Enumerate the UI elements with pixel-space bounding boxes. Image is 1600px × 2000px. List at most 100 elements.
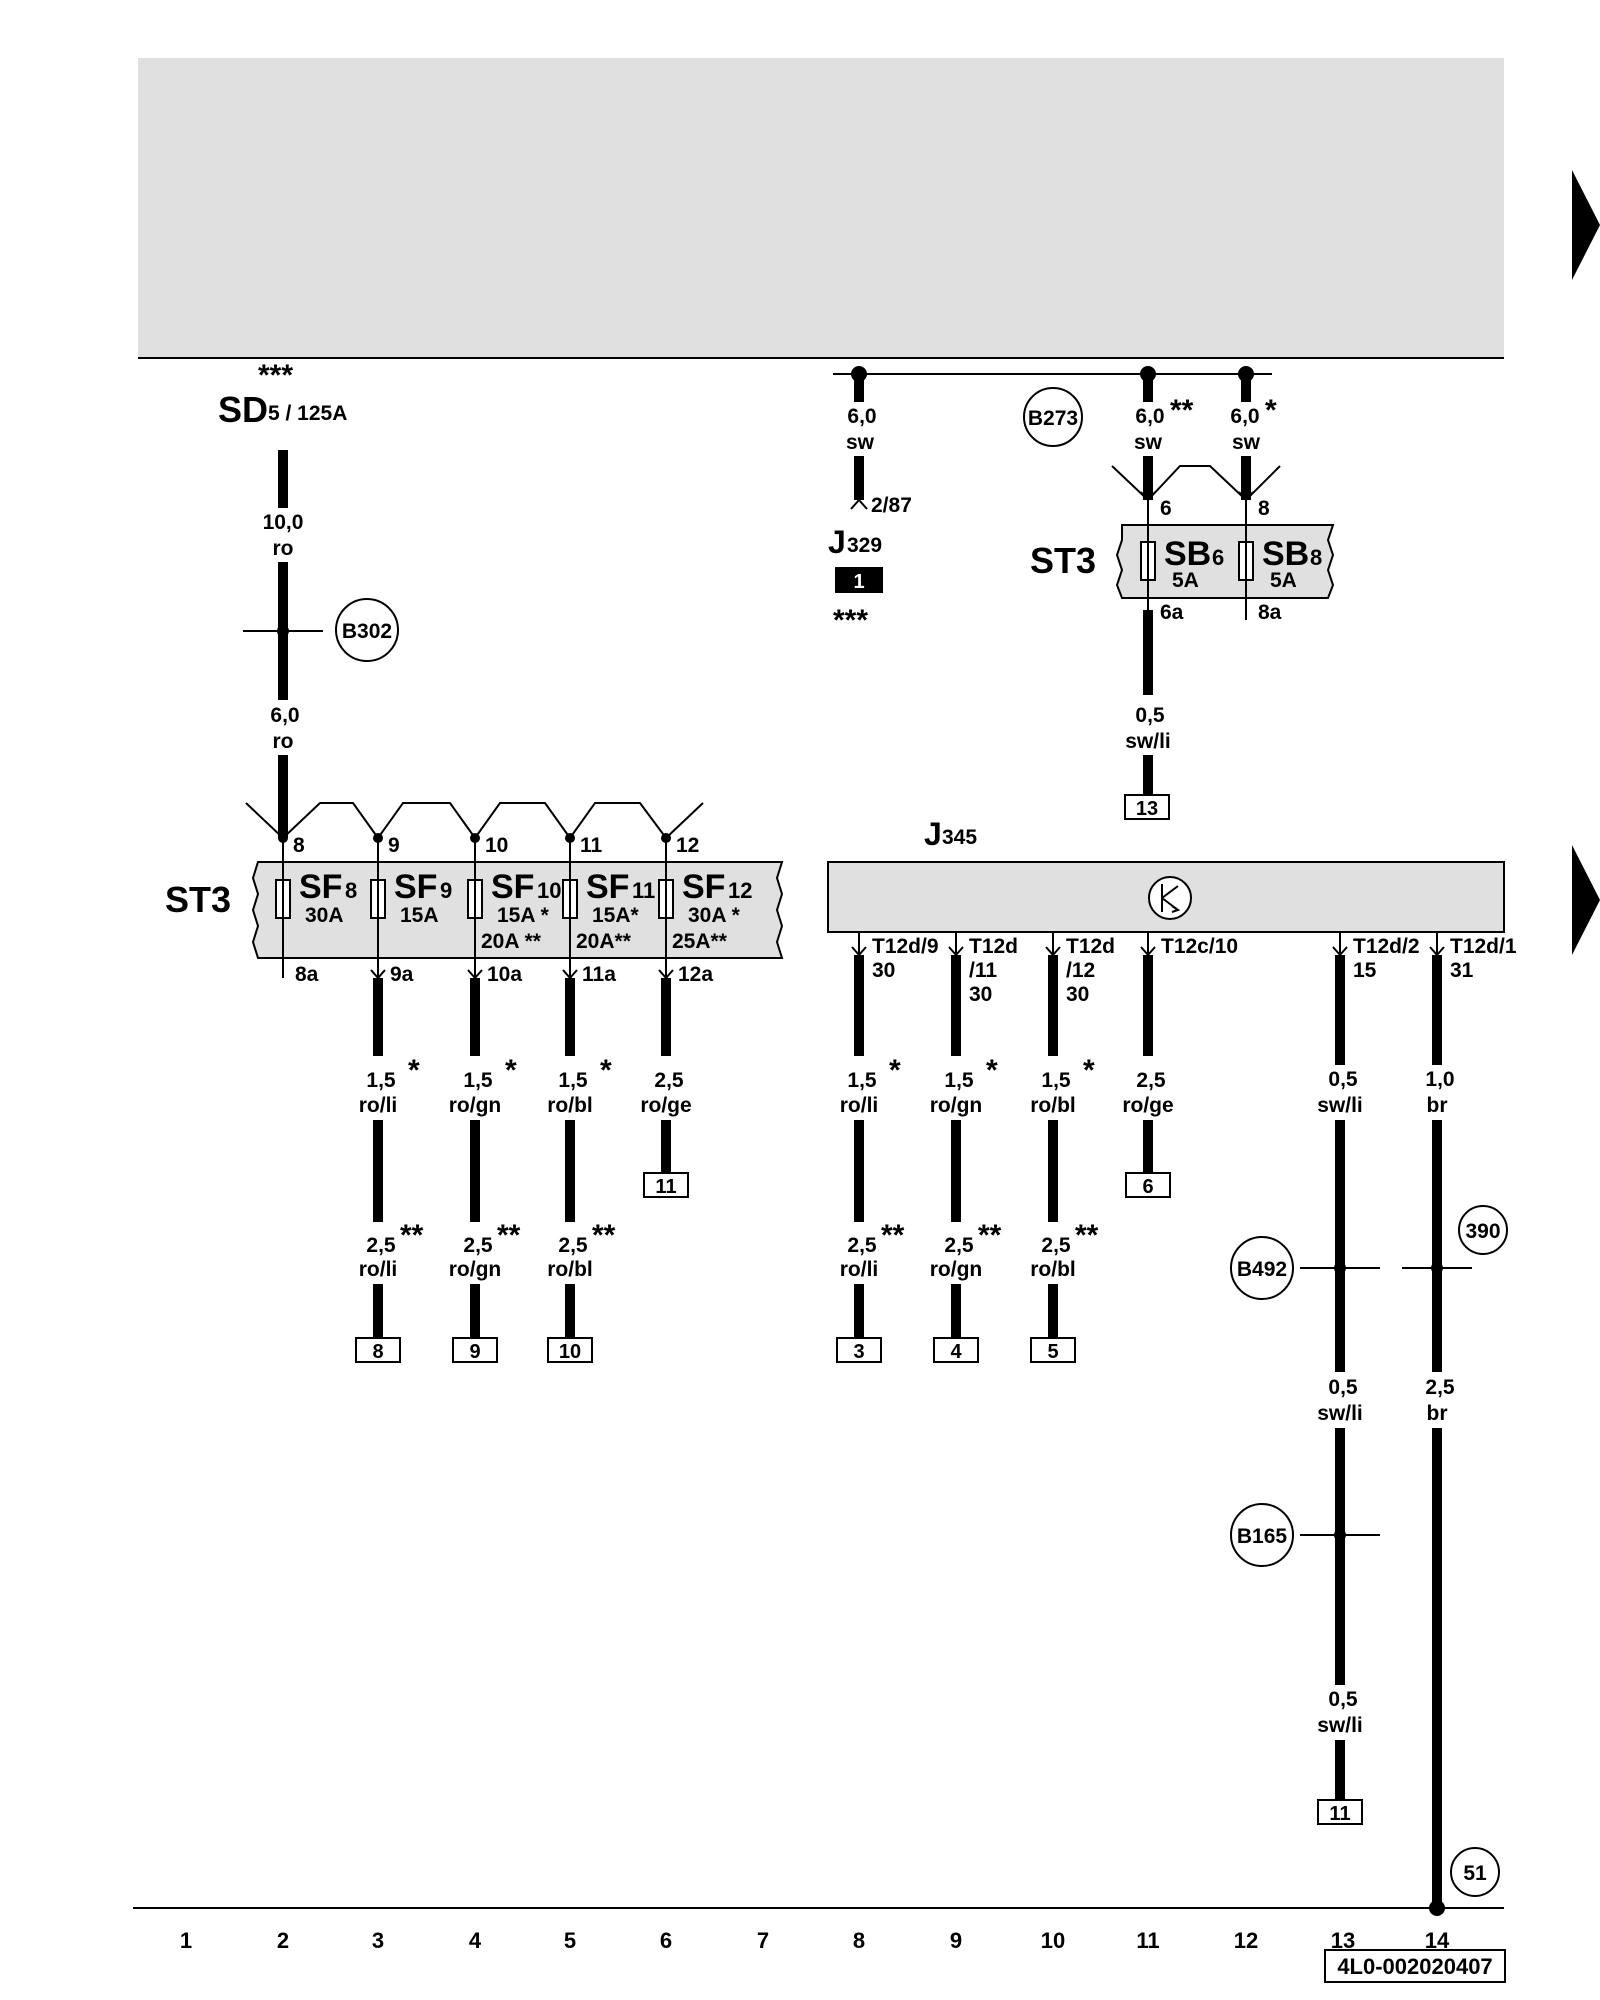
wire-label: ro/li [840,1094,879,1117]
fuse-rating: 15A* [592,904,640,927]
fuse-sub: 8 [345,878,357,903]
wire-label: 1,5 [944,1069,974,1092]
wire-label: sw [846,431,875,454]
b302-badge [335,598,399,662]
fuse-rating: 5A [1270,569,1297,592]
j345-sub: 345 [942,826,977,849]
splice-dot [1334,1529,1346,1541]
j329-box [835,567,883,593]
wire-label: 1,0 [1425,1068,1454,1091]
transistor-icon [1161,884,1181,913]
column-number: 7 [757,1928,769,1953]
wire-label: 10,0 [263,511,304,534]
st3-label: ST3 [165,879,231,920]
sd-marks: *** [258,359,293,392]
fuse-rating: 30A * [688,904,741,927]
pin-label: 15 [1353,959,1377,982]
wire-label: ro/gn [449,1094,502,1117]
wire-marks: ** [1075,1219,1099,1252]
ref-box [836,1337,882,1363]
bus-zigzag [1111,465,1281,502]
bus-zigzag [245,802,704,840]
pin-dot [373,833,383,843]
ref-label: 10 [559,1341,581,1363]
j329-box-label: 1 [853,571,864,593]
fuse-name: SF [394,868,437,906]
wire-label: 6,0 [270,704,299,727]
next-page-arrow-icon[interactable] [1572,845,1600,955]
sd-sub: 5 / 125A [268,402,347,425]
wire-marks: * [408,1054,420,1087]
wire-label: br [1427,1094,1448,1117]
pin-label: /11 [969,959,997,982]
column-number: 14 [1425,1928,1450,1953]
wire-label: sw/li [1317,1402,1363,1425]
pin-label: 8a [295,963,319,986]
wire-label: 2,5 [847,1234,877,1257]
wire-label: 2,5 [1425,1376,1455,1399]
pin-label: 8 [293,834,305,857]
column-number: 13 [1331,1928,1355,1953]
wire-label: sw/li [1317,1714,1363,1737]
wire-label: br [1427,1402,1448,1425]
wire-label: 2,5 [558,1234,588,1257]
wire-label: 1,5 [366,1069,396,1092]
wire-marks: * [1083,1054,1095,1087]
ref-label: 8 [372,1341,383,1363]
fuse-name: SF [682,868,725,906]
next-page-arrow-icon[interactable] [1572,170,1600,280]
doc-id: 4L0-002020407 [1337,1954,1492,1979]
wire-label: ro/li [840,1258,879,1281]
ref-box [643,1172,689,1198]
wire-label: 1,5 [847,1069,877,1092]
wire-marks: * [1265,394,1277,427]
ref-box [547,1337,593,1363]
column-number: 5 [564,1928,576,1953]
wire-label: 1,5 [558,1069,588,1092]
wire-label: 2,5 [1136,1069,1166,1092]
circ-51-label: 51 [1463,1862,1487,1885]
j329-marks: *** [833,604,868,637]
pin-label: T12d/1 [1450,935,1517,958]
pin-label: T12d/9 [872,935,939,958]
connector-arrow [850,498,868,510]
fuse-sub: 6 [1212,545,1224,570]
wire-label: ro/bl [1030,1094,1076,1117]
pin-dot [661,833,671,843]
pin-dot [565,833,575,843]
j345-label: J [924,816,942,852]
ref-label: 5 [1047,1341,1058,1363]
pin-label: 6a [1160,601,1184,624]
fuse-name: SB [1262,535,1309,573]
pin-label: 11a [582,963,616,986]
wire-marks: * [986,1054,998,1087]
fuse-rating: 30A [305,904,344,927]
wire-label: sw/li [1317,1094,1363,1117]
st3-sb-label: ST3 [1030,540,1096,581]
wire-marks: ** [497,1219,521,1252]
fuse-rating: 5A [1172,569,1199,592]
wire-label: ro/li [359,1258,398,1281]
pin-label: 31 [1450,959,1474,982]
pin-label: 10 [485,834,508,857]
ref-box [452,1337,498,1363]
b302-label: B302 [342,620,392,643]
fuse-rating: 25A** [672,930,728,953]
doc-id-box [1324,1949,1506,1983]
column-number: 11 [1136,1928,1159,1953]
wire-label: ro/gn [930,1258,983,1281]
fuse-name: SF [491,868,534,906]
wire-marks: ** [881,1219,905,1252]
ref-box [1030,1337,1076,1363]
ref-label: 11 [1329,1803,1350,1825]
ref-box [1317,1799,1363,1825]
column-number: 8 [853,1928,865,1953]
ref-box [1124,794,1170,820]
wire-label: sw [1232,431,1261,454]
wire-label: 6,0 [847,405,876,428]
wire-label: 2,5 [944,1234,974,1257]
column-number: 1 [180,1928,192,1953]
pin-label: 9a [390,963,414,986]
ref-label: 11 [655,1176,676,1198]
wire-label: sw/li [1125,730,1171,753]
